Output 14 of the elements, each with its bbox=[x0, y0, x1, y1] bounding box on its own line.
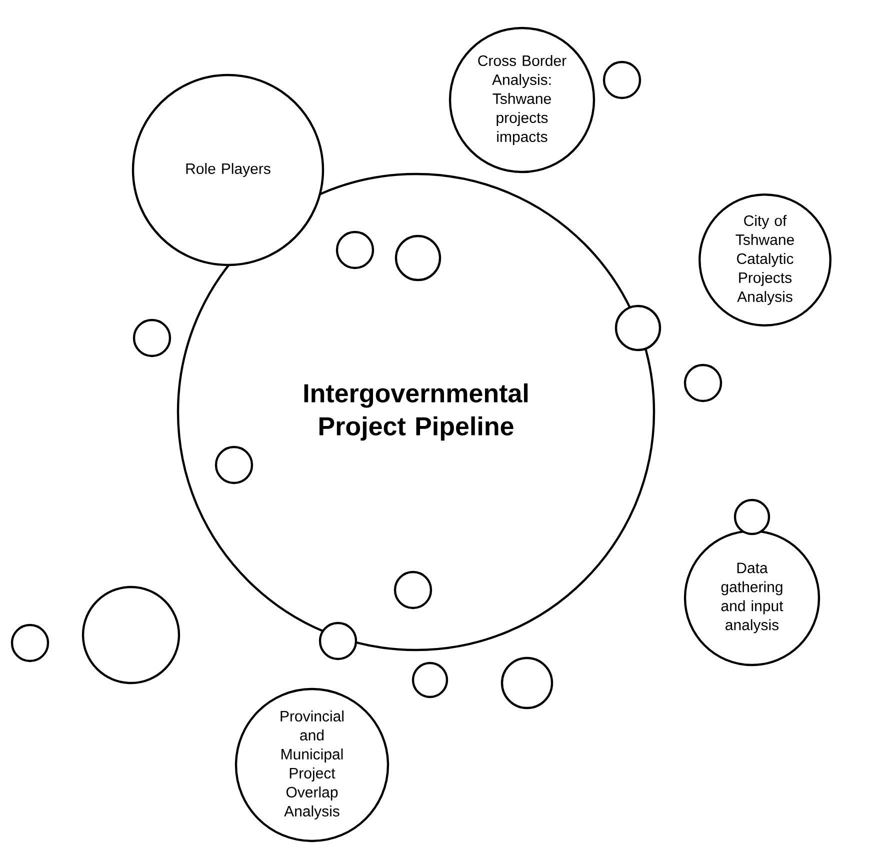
bubble bbox=[412, 662, 448, 698]
bubble bbox=[500, 656, 554, 710]
bubble bbox=[394, 570, 432, 610]
bubble bbox=[214, 446, 254, 484]
bubble bbox=[684, 364, 722, 402]
bubble bbox=[132, 318, 172, 358]
bubble bbox=[336, 230, 374, 270]
bubble bbox=[602, 60, 642, 100]
bubble bbox=[318, 622, 358, 660]
bubble bbox=[10, 624, 50, 662]
bubble bbox=[734, 498, 770, 536]
bubble bbox=[82, 586, 180, 684]
bubble bbox=[394, 234, 442, 282]
bubble bbox=[614, 304, 662, 352]
